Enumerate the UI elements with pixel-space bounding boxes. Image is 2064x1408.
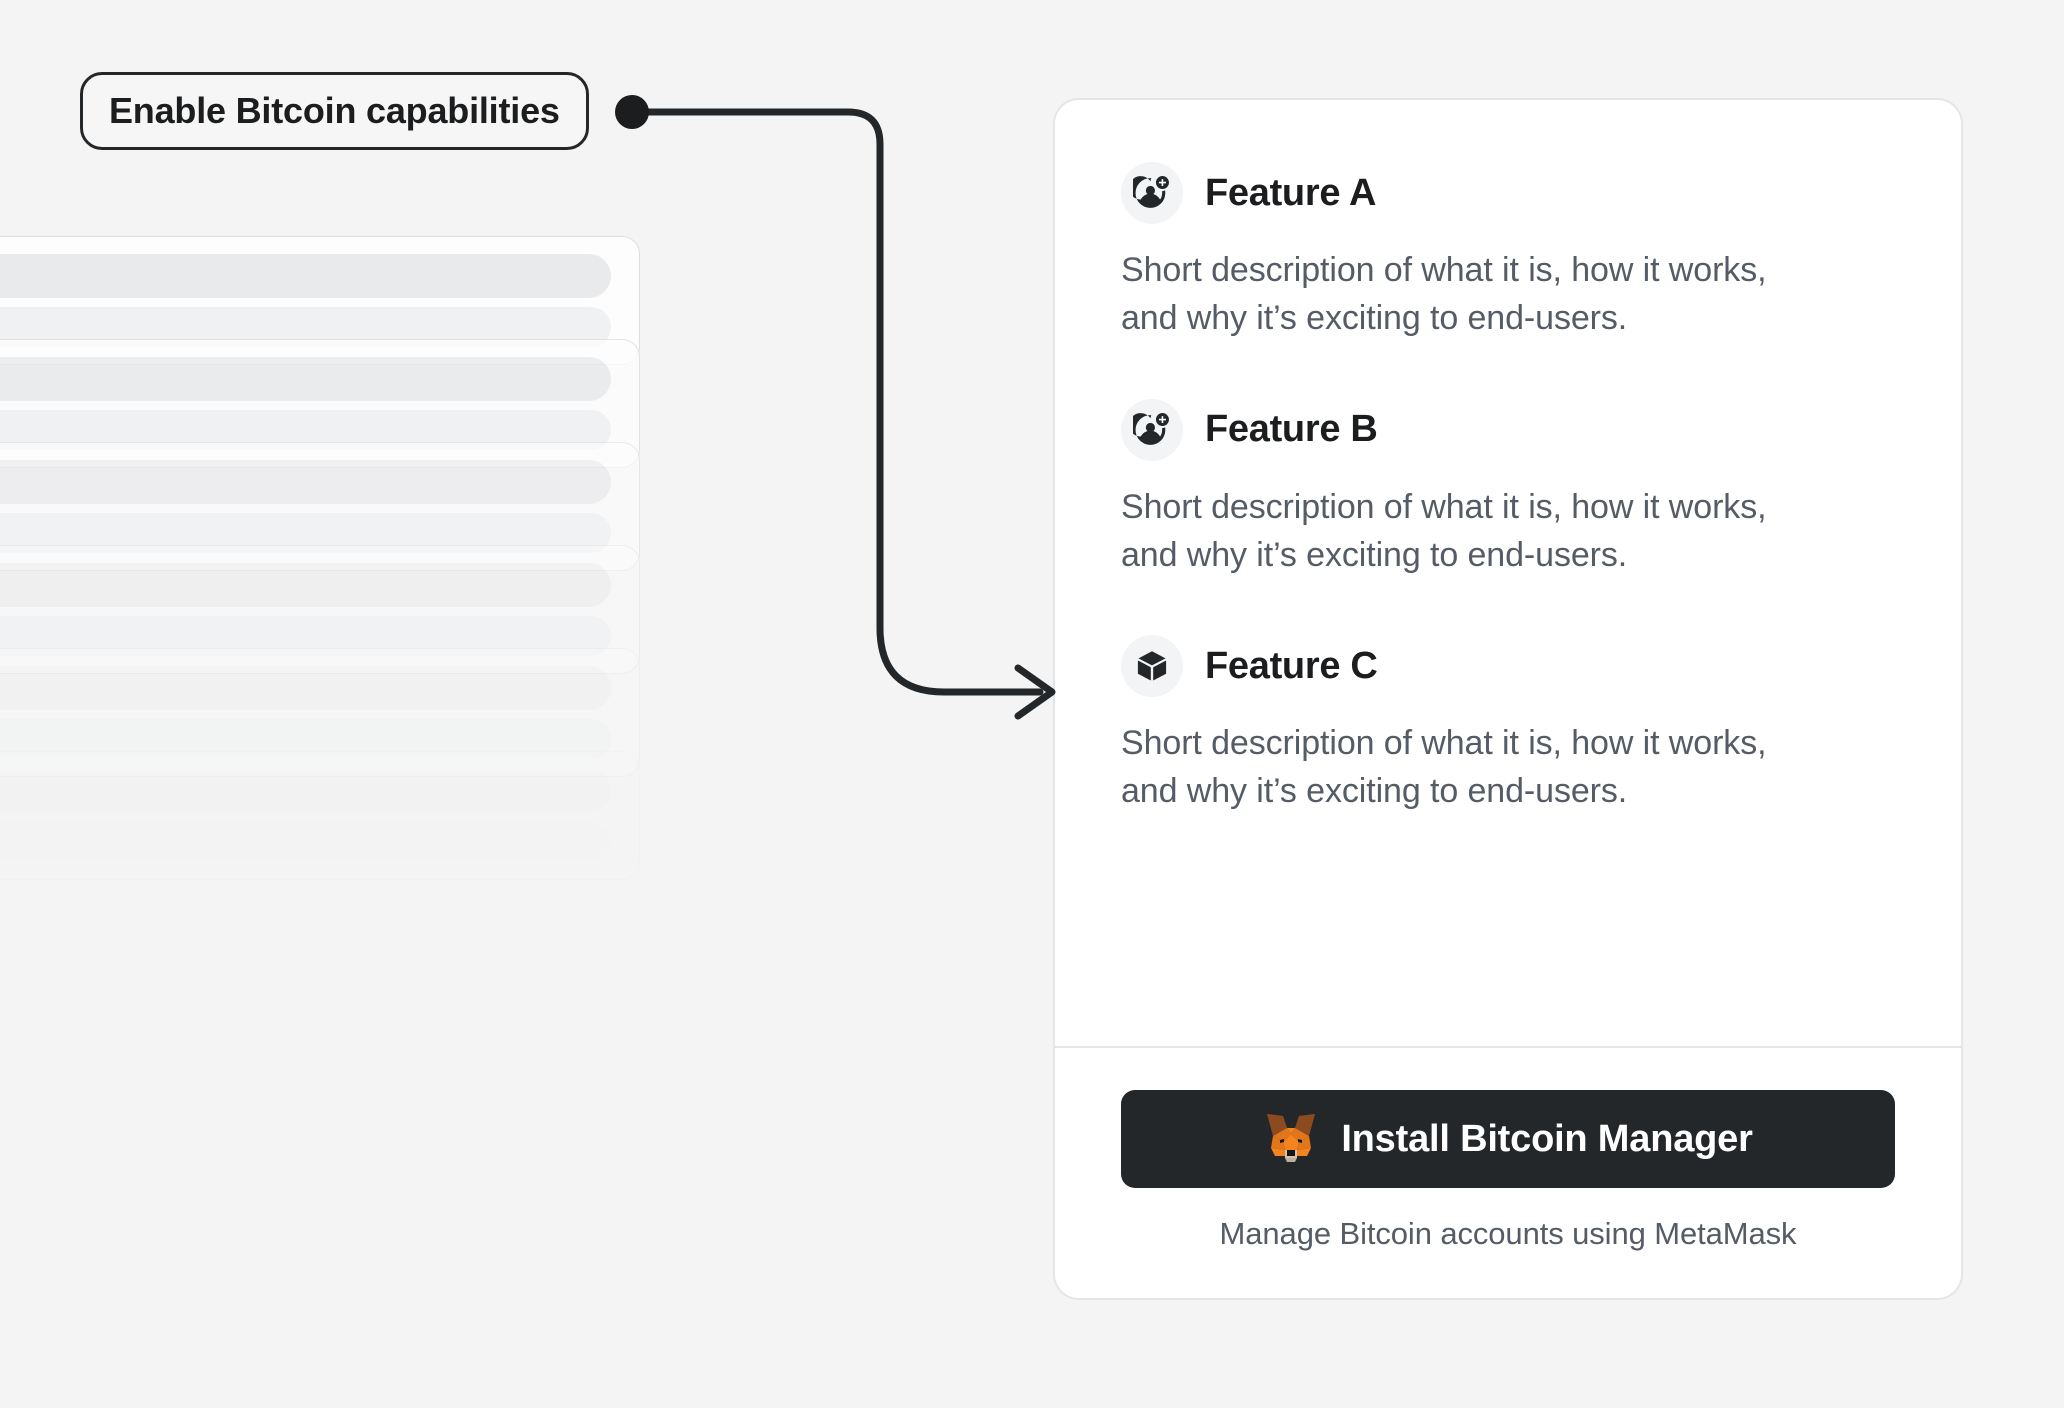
connector-dot-icon <box>615 95 649 129</box>
skeleton-card <box>0 545 640 674</box>
feature-header: Feature B <box>1121 398 1895 461</box>
feature-header: Feature C <box>1121 635 1895 698</box>
metamask-fox-icon <box>1263 1112 1319 1167</box>
feature-item: Feature C Short description of what it is… <box>1121 635 1895 816</box>
card-divider <box>1055 1046 1961 1048</box>
skeleton-card <box>0 751 640 880</box>
card-footer: Install Bitcoin Manager Manage Bitcoin a… <box>1055 1048 1961 1298</box>
skeleton-bar-primary <box>0 666 611 710</box>
skeleton-card <box>0 648 640 777</box>
feature-icon-container <box>1121 635 1183 698</box>
background-skeleton-list <box>0 236 640 1336</box>
add-account-icon <box>1128 411 1171 449</box>
skeleton-bar-secondary <box>0 822 611 862</box>
skeleton-card <box>0 442 640 571</box>
skeleton-bar-secondary <box>0 719 611 759</box>
feature-description: Short description of what it is, how it … <box>1121 487 1767 574</box>
feature-icon-container <box>1121 162 1183 224</box>
add-account-icon <box>1128 174 1171 212</box>
skeleton-bar-primary <box>0 563 611 607</box>
skeleton-bar-secondary <box>0 616 611 656</box>
skeleton-bar-primary <box>0 769 611 813</box>
feature-title: Feature C <box>1205 644 1378 687</box>
feature-card: Feature A Short description of what it is… <box>1053 98 1963 1300</box>
feature-item: Feature B Short description of what it is… <box>1121 398 1895 580</box>
feature-description: Short description of what it is, how it … <box>1121 724 1767 811</box>
install-bitcoin-manager-button[interactable]: Install Bitcoin Manager <box>1121 1090 1895 1188</box>
footer-caption: Manage Bitcoin accounts using MetaMask <box>1219 1216 1797 1251</box>
callout-label-text: Enable Bitcoin capabilities <box>109 90 560 131</box>
skeleton-bar-primary <box>0 357 611 401</box>
skeleton-bar-primary <box>0 460 611 504</box>
feature-list: Feature A Short description of what it is… <box>1055 100 1961 988</box>
feature-title: Feature B <box>1205 408 1378 451</box>
install-button-label: Install Bitcoin Manager <box>1341 1117 1753 1160</box>
feature-title: Feature A <box>1205 171 1377 214</box>
cube-icon <box>1134 648 1170 684</box>
feature-item: Feature A Short description of what it is… <box>1121 162 1895 343</box>
arrow-head-icon <box>1014 664 1056 720</box>
skeleton-bar-secondary <box>0 513 611 553</box>
feature-header: Feature A <box>1121 162 1895 224</box>
skeleton-bar-primary <box>0 254 611 298</box>
connector-path <box>628 108 1044 696</box>
callout-label: Enable Bitcoin capabilities <box>80 72 589 150</box>
feature-icon-container <box>1121 398 1183 461</box>
feature-description: Short description of what it is, how it … <box>1121 251 1767 338</box>
